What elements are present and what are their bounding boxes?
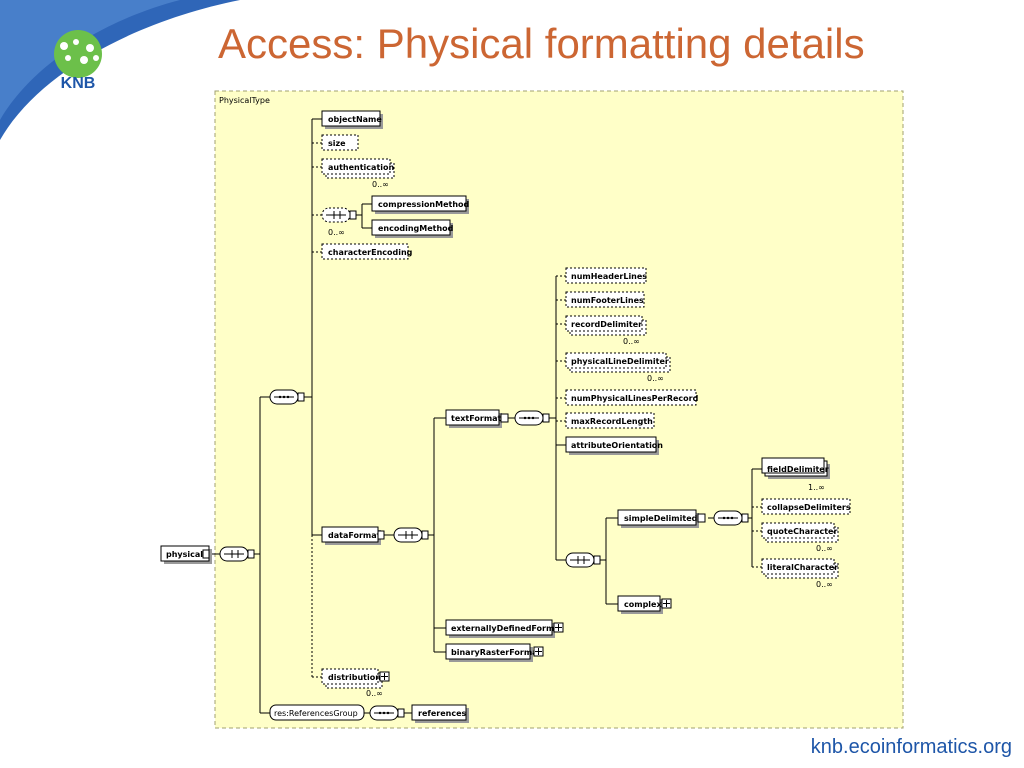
element-literalCharacter[interactable]: literalCharacter	[761, 558, 839, 579]
element-recordDelimiter[interactable]: recordDelimiter	[565, 315, 647, 336]
encoding-choice-compositor	[321, 207, 357, 223]
root-choice-compositor	[219, 546, 255, 562]
physicaltype-panel	[214, 90, 904, 729]
svg-text:characterEncoding: characterEncoding	[328, 248, 413, 257]
corner-swoosh	[0, 0, 240, 140]
svg-text:size: size	[328, 139, 346, 148]
element-attributeOrientation[interactable]: attributeOrientation	[565, 436, 663, 455]
card-fieldDelimiter: 1..∞	[808, 483, 825, 492]
element-textFormat[interactable]: textFormat	[445, 409, 509, 428]
card-authentication: 0..∞	[372, 180, 389, 189]
footer-url: knb.ecoinformatics.org	[810, 736, 1012, 758]
textformat-sequence-compositor	[514, 410, 550, 426]
element-physicalLineDelimiter[interactable]: physicalLineDelimiter	[565, 352, 671, 373]
element-numFooterLines[interactable]: numFooterLines	[565, 291, 645, 308]
svg-text:numPhysicalLinesPerRecord: numPhysicalLinesPerRecord	[571, 394, 699, 403]
card-encoding-choice: 0..∞	[328, 228, 345, 237]
element-references[interactable]: references	[411, 704, 469, 723]
svg-text:textFormat: textFormat	[451, 414, 502, 423]
card-recordDelimiter: 0..∞	[623, 337, 640, 346]
svg-text:simpleDelimited: simpleDelimited	[624, 514, 698, 523]
svg-text:maxRecordLength: maxRecordLength	[571, 417, 653, 426]
svg-text:complex: complex	[624, 600, 662, 609]
svg-text:encodingMethod: encodingMethod	[378, 224, 454, 233]
svg-text:references: references	[418, 709, 467, 718]
group-references[interactable]: res:ReferencesGroup	[269, 704, 365, 721]
svg-text:numHeaderLines: numHeaderLines	[571, 272, 647, 281]
main-sequence-compositor	[269, 389, 305, 405]
logo-text: KNB	[61, 75, 96, 92]
element-objectName[interactable]: objectName	[321, 110, 383, 129]
element-distribution[interactable]: distribution	[321, 668, 390, 689]
element-binaryRasterFormat[interactable]: binaryRasterFormat	[445, 643, 544, 662]
svg-text:literalCharacter: literalCharacter	[767, 563, 838, 572]
element-dataFormat[interactable]: dataFormat	[321, 526, 385, 545]
element-maxRecordLength[interactable]: maxRecordLength	[565, 412, 655, 429]
svg-text:collapseDelimiters: collapseDelimiters	[767, 503, 851, 512]
svg-text:dataFormat: dataFormat	[328, 531, 381, 540]
svg-text:physicalLineDelimiter: physicalLineDelimiter	[571, 357, 669, 366]
svg-text:externallyDefinedFormat: externallyDefinedFormat	[451, 624, 564, 633]
element-fieldDelimiter[interactable]: fieldDelimiter	[761, 457, 830, 479]
card-distribution: 0..∞	[366, 689, 383, 698]
simpledelimited-sequence-compositor	[713, 510, 749, 526]
delimited-choice-compositor	[565, 552, 601, 568]
element-simpleDelimited[interactable]: simpleDelimited	[617, 509, 706, 528]
svg-text:objectName: objectName	[328, 115, 382, 124]
element-authentication[interactable]: authentication	[321, 158, 395, 179]
element-externallyDefinedFormat[interactable]: externallyDefinedFormat	[445, 619, 564, 638]
element-characterEncoding[interactable]: characterEncoding	[321, 243, 413, 260]
element-physical[interactable]: physical	[160, 545, 212, 564]
svg-text:distribution: distribution	[328, 673, 381, 682]
svg-text:quoteCharacter: quoteCharacter	[767, 527, 837, 536]
knb-logo: KNB	[38, 28, 118, 94]
element-complex[interactable]: complex	[617, 595, 672, 614]
element-quoteCharacter[interactable]: quoteCharacter	[761, 522, 839, 543]
card-quoteCharacter: 0..∞	[816, 544, 833, 553]
card-physicalLineDelimiter: 0..∞	[647, 374, 664, 383]
svg-text:attributeOrientation: attributeOrientation	[571, 441, 663, 450]
svg-text:recordDelimiter: recordDelimiter	[571, 320, 642, 329]
svg-text:res:ReferencesGroup: res:ReferencesGroup	[274, 709, 358, 718]
svg-text:authentication: authentication	[328, 163, 395, 172]
dataformat-choice-compositor	[393, 527, 429, 543]
type-name-label: PhysicalType	[219, 96, 270, 105]
element-collapseDelimiters[interactable]: collapseDelimiters	[761, 498, 851, 515]
element-numHeaderLines[interactable]: numHeaderLines	[565, 267, 647, 284]
element-numPhysicalLinesPerRecord[interactable]: numPhysicalLinesPerRecord	[565, 389, 699, 406]
element-size[interactable]: size	[321, 134, 359, 151]
references-sequence-compositor	[369, 705, 405, 721]
svg-text:fieldDelimiter: fieldDelimiter	[767, 465, 829, 474]
svg-text:binaryRasterFormat: binaryRasterFormat	[451, 648, 542, 657]
svg-text:numFooterLines: numFooterLines	[571, 296, 644, 305]
element-compressionMethod[interactable]: compressionMethod	[371, 195, 470, 214]
svg-text:physical: physical	[166, 550, 203, 559]
svg-text:compressionMethod: compressionMethod	[378, 200, 470, 209]
slide-title: Access: Physical formatting details	[218, 20, 865, 67]
element-encodingMethod[interactable]: encodingMethod	[371, 219, 454, 238]
card-literalCharacter: 0..∞	[816, 580, 833, 589]
